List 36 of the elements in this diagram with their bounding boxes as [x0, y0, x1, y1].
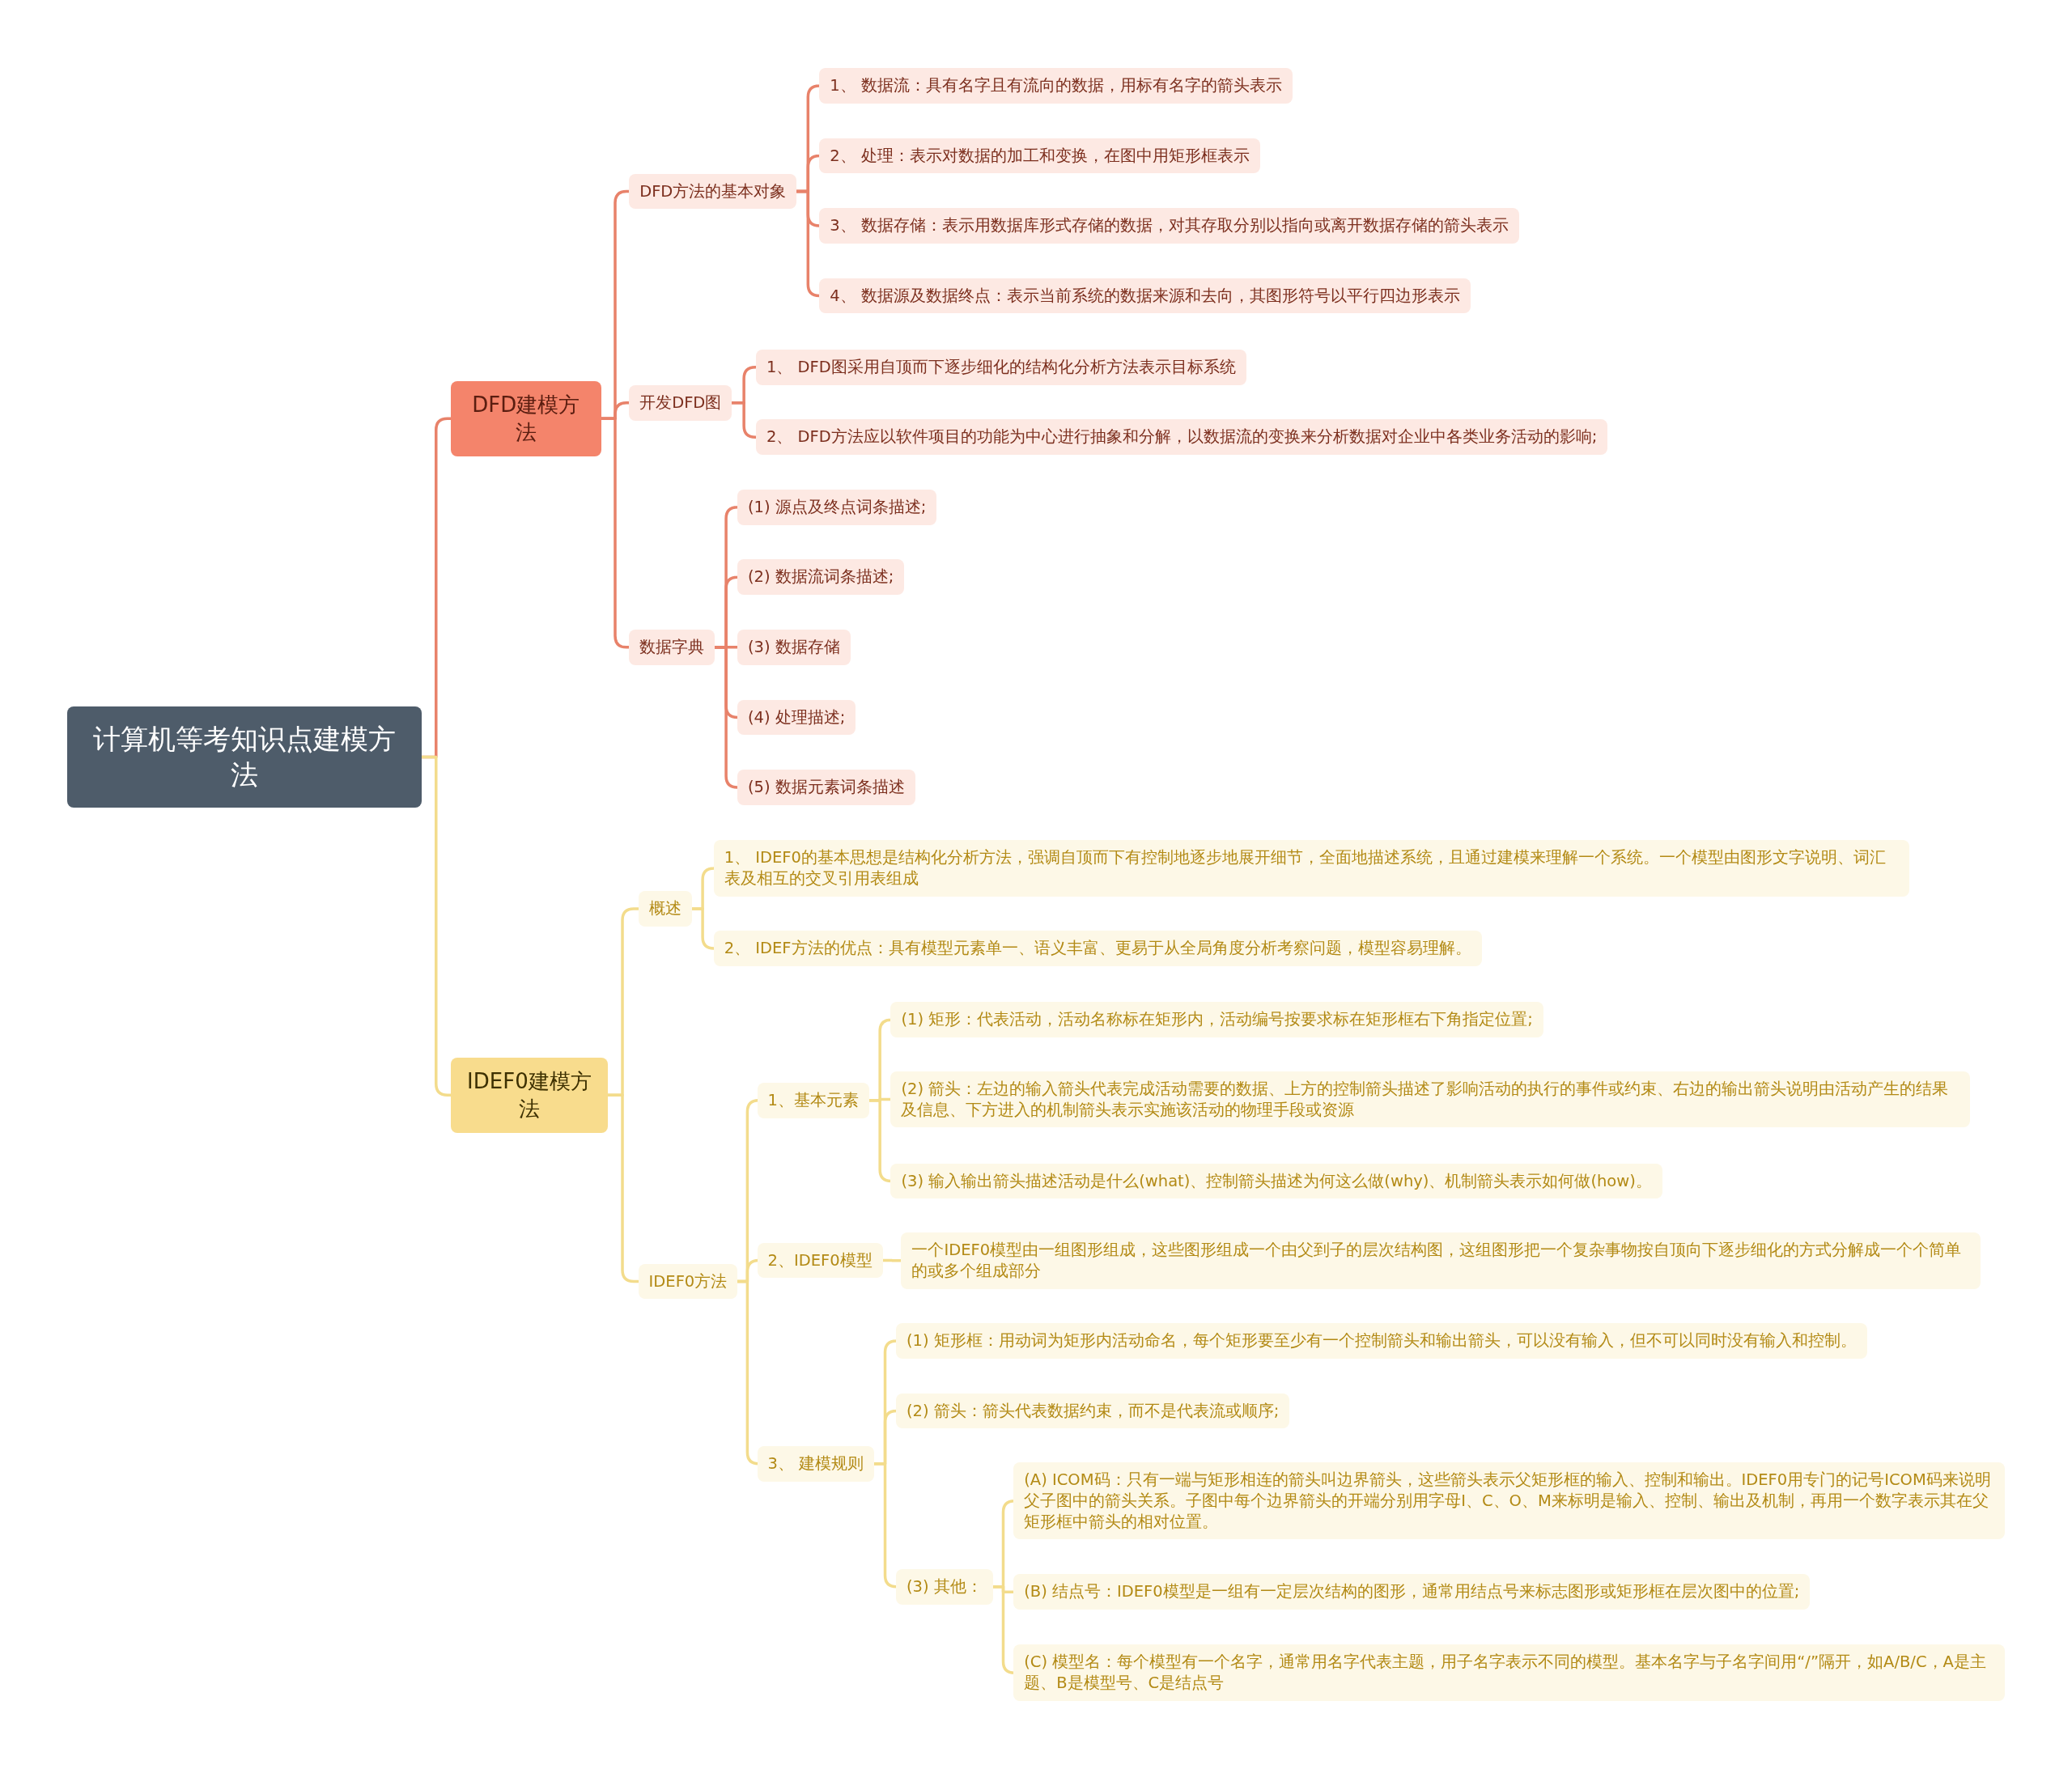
topic-box: (C) 模型名：每个模型有一个名字，通常用名字代表主题，用子名字表示不同的模型。基本名字与子名字间用“/”隔开，如A/B/C，A是主题、B是模型号、C是结点号 [1013, 1644, 2005, 1701]
topic-box: 1、 DFD图采用自顶而下逐步细化的结构化分析方法表示目标系统 [755, 349, 1246, 385]
connector-line [713, 646, 739, 789]
topic-box: (5) 数据元素词条描述 [737, 770, 915, 805]
topic-box: (3) 输入输出箭头描述活动是什么(what)、控制箭头描述为何这么做(why)、机制箭头表示如何做(how)。 [890, 1163, 1662, 1199]
topic-box: 3、 数据存储：表示用数据库形式存储的数据，对其存取分别以指向或离开数据存储的箭头表示 [819, 208, 1519, 244]
topic-box: 2、 处理：表示对数据的加工和变换，在图中用矩形框表示 [819, 138, 1260, 174]
topic-box: 概述 [638, 891, 692, 927]
topic-box: 数据字典 [629, 630, 715, 665]
topic-box: (1) 源点及终点词条描述; [737, 489, 937, 525]
topic-box: 1、基本元素 [757, 1083, 869, 1118]
connector-line [600, 417, 631, 649]
root-topic-box: 计算机等考知识点建模方法 [67, 706, 422, 808]
topic-box: 1、 数据流：具有名字且有流向的数据，用标有名字的箭头表示 [819, 68, 1293, 104]
topic-box: (A) ICOM码：只有一端与矩形相连的箭头叫边界箭头，这些箭头表示父矩形框的输入、控制和输出。IDEF0用专门的记号ICOM码来说明父子图中的箭头关系。子图中每个边界箭头的开端分别用字母I、C、O、M来标明是输入、控制、输出及机制，再用一个数字表示其在父矩形框中箭头的相对位置。 [1013, 1462, 2005, 1540]
topic-box: 一个IDEF0模型由一组图形组成，这些图形组成一个由父到子的层次结构图，这组图形把一个复杂事物按自顶向下逐步细化的方式分解成一个个简单的或多个组成部分 [901, 1232, 1981, 1289]
topic-box: (2) 箭头：箭头代表数据约束，而不是代表流或顺序; [895, 1393, 1290, 1429]
topic-box: DFD方法的基本对象 [629, 173, 797, 210]
topic-box: 2、 DFD方法应以软件项目的功能为中心进行抽象和分解，以数据流的变换来分析数据对企业中各类业务活动的影响; [755, 419, 1608, 456]
topic-box: (2) 箭头：左边的输入箭头代表完成活动需要的数据、上方的控制箭头描述了影响活动的执行的事件或约束、右边的输出箭头说明由活动产生的结果及信息、下方进入的机制箭头表示实施该活动的物理手段或资源 [890, 1071, 1971, 1128]
topic-box: 2、 IDEF方法的优点：具有模型元素单一、语义丰富、更易于从全局角度分析考察问题，模型容易理解。 [713, 931, 1482, 966]
topic-box: 1、 IDEF0的基本思想是结构化分析方法，强调自顶而下有控制地逐步地展开细节，全面地描述系统，且通过建模来理解一个系统。一个模型由图形文字说明、词汇表及相互的交叉引用表组成 [713, 840, 1910, 897]
topic-box: (2) 数据流词条描述; [737, 559, 905, 596]
topic-box: (3) 数据存储 [737, 630, 851, 665]
topic-box: 3、 建模规则 [757, 1445, 875, 1482]
branch-topic-box: DFD建模方法 [450, 381, 601, 456]
topic-box: (3) 其他： [895, 1568, 993, 1605]
topic-box: (1) 矩形框：用动词为矩形内活动命名，每个矩形要至少有一个控制箭头和输出箭头，可以没有输入，但不可以同时没有输入和控制。 [895, 1323, 1867, 1359]
topic-box: 4、 数据源及数据终点：表示当前系统的数据来源和去向，其图形符号以平行四边形表示 [819, 278, 1471, 314]
topic-box: (B) 结点号：IDEF0模型是一组有一定层次结构的图形，通常用结点号来标志图形或矩形框在层次图中的位置; [1013, 1574, 1811, 1610]
topic-box: (4) 处理描述; [737, 699, 856, 736]
branch-topic-box: IDEF0建模方法 [450, 1057, 608, 1133]
topic-box: IDEF0方法 [638, 1263, 738, 1300]
topic-box: 开发DFD图 [629, 384, 732, 421]
topic-box: 2、IDEF0模型 [757, 1242, 883, 1279]
topic-box: (1) 矩形：代表活动，活动名称标在矩形内，活动编号按要求标在矩形框右下角指定位置; [890, 1002, 1543, 1038]
